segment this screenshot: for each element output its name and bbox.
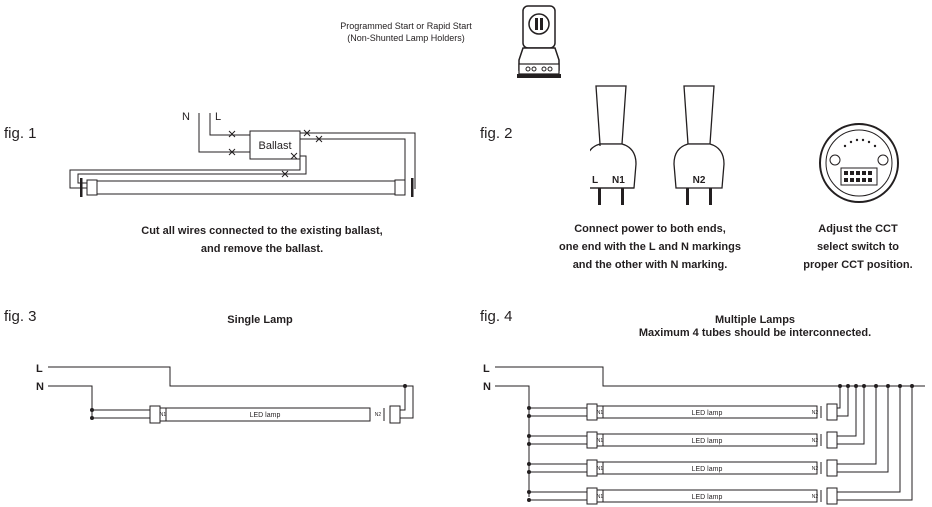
fig4-lamp4-return-b [837, 386, 913, 501]
fig2-tube2-n-mark: N2 [693, 175, 706, 186]
fig3-label: fig. 3 [4, 308, 37, 325]
fig4-lamp1-bus-node-a [838, 384, 842, 388]
fig4-lamp2-junction-a [527, 434, 531, 438]
fig4-lamp4-label: LED lamp [692, 494, 723, 501]
fig4-lamp2-bus-node-a [854, 384, 858, 388]
fig4-lamp3-return-a [837, 386, 877, 465]
fig4-lamp3-bus-node-b [886, 384, 890, 388]
fig3-title: Single Lamp [227, 314, 293, 326]
fig4-lamp3-right-cap [826, 459, 838, 477]
fig4-lamp3-junction-b [527, 470, 531, 474]
fig2-caption: Connect power to both ends, one end with… [530, 220, 770, 274]
fig4-lamp4-left-mark: N1 [597, 494, 604, 500]
fig4-subtitle: Maximum 4 tubes should be interconnected… [638, 327, 872, 339]
fig4-title-block: Multiple Lamps Maximum 4 tubes should be… [600, 314, 910, 340]
holder-note: Programmed Start or Rapid Start (Non-Shu… [300, 20, 512, 44]
fig4-lamp4-junction-a [527, 490, 531, 494]
fig3-n-label: N [36, 381, 44, 393]
fig4-lamp1-right-mark: N2 [812, 410, 819, 416]
fig4-lamp2-right-cap [826, 431, 838, 449]
fig2-cct-caption: Adjust the CCT select switch to proper C… [794, 220, 922, 274]
fig4-lamp4-bus-node-b [910, 384, 914, 388]
fig4-lamp4-right-mark: N2 [812, 494, 819, 500]
fig4-lamp4-right-cap [826, 487, 838, 505]
fig3-lamp-label: LED lamp [250, 412, 281, 419]
fig2-cct-line3: proper CCT position. [803, 259, 913, 271]
fig4-lamp2-right-mark: N2 [812, 438, 819, 444]
fig4-lamp1-junction-b [527, 414, 531, 418]
fig4-lamp2-return-b [837, 386, 865, 445]
fig4-title: Multiple Lamps [714, 314, 796, 326]
fig4-lamp3-return-b [837, 386, 889, 473]
fig2-caption-line1: Connect power to both ends, [574, 223, 726, 235]
fig4-label: fig. 4 [480, 308, 513, 325]
fig4-lamp1-label: LED lamp [692, 410, 723, 417]
fig3-single-lamp-wiring: L N N1 N2 LED lamp [36, 363, 414, 424]
fig4-n-label: N [483, 381, 491, 393]
fig2-label: fig. 2 [480, 125, 513, 142]
fig1-l-label: L [215, 111, 221, 123]
fig1-caption: Cut all wires connected to the existing … [122, 222, 402, 258]
fig1-ballast-wiring: Ballast N L [69, 111, 416, 197]
fig4-lamp1-junction-a [527, 406, 531, 410]
fig4-lamp3-junction-a [527, 462, 531, 466]
fig4-lamp3-tube [596, 461, 818, 475]
fig4-lamp2-tube [596, 433, 818, 447]
holder-note-line2: (Non-Shunted Lamp Holders) [347, 33, 465, 43]
fig1-n-label: N [182, 111, 190, 123]
fig4-lamp1-bus-node-b [846, 384, 850, 388]
fig4-lamp2-bus-node-b [862, 384, 866, 388]
fig4-lamp2-return-a [837, 386, 857, 437]
fig3-right-mark: N2 [375, 412, 382, 418]
fig4-lamp4-bus-node-a [898, 384, 902, 388]
lamp-holder-icon [517, 5, 561, 78]
fig4-lamp3-left-mark: N1 [597, 466, 604, 472]
fig4-lamp4-tube [596, 489, 818, 503]
fig1-caption-line2: and remove the ballast. [200, 243, 324, 255]
fig3-left-mark: N1 [160, 412, 167, 418]
fig4-lamp1-return-b [837, 386, 849, 417]
fig2-cct-line1: Adjust the CCT [818, 223, 898, 235]
fig1-caption-line1: Cut all wires connected to the existing … [141, 225, 383, 237]
fig1-ballast-label: Ballast [258, 140, 291, 152]
fig3-l-label: L [36, 363, 43, 375]
fig4-lamp4-left-cap [586, 487, 598, 505]
fig4-lamp3-bus-node-a [874, 384, 878, 388]
fig4-lamp2-left-cap [586, 431, 598, 449]
fig2-cct-line2: select switch to [817, 241, 899, 253]
fig4-lamp2-junction-b [527, 442, 531, 446]
fig2-caption-line2: one end with the L and N markings [559, 241, 741, 253]
fig4-lamp3-label: LED lamp [692, 466, 723, 473]
cct-switch-icon [819, 123, 899, 203]
fig2-tube1-n-mark: N1 [612, 175, 625, 186]
fig4-lamp2-left-mark: N1 [597, 438, 604, 444]
fig4-lamp1-tube [596, 405, 818, 419]
fig4-lamp1-left-mark: N1 [597, 410, 604, 416]
holder-note-line1: Programmed Start or Rapid Start [340, 21, 472, 31]
fig4-lamp1-left-cap [586, 403, 598, 421]
fig4-lamp3-left-cap [586, 459, 598, 477]
fig2-tube1-l-mark: L [592, 175, 598, 186]
fig4-lamp2-label: LED lamp [692, 438, 723, 445]
fig4-lamp1-right-cap [826, 403, 838, 421]
fig4-lamp1-return-a [837, 386, 841, 409]
fig2-tube-ends: L N1 N2 [590, 85, 725, 205]
fig1-label: fig. 1 [4, 125, 37, 142]
fig2-caption-line3: and the other with N marking. [572, 259, 728, 271]
fig4-lamp4-return-a [837, 386, 901, 493]
fig4-lamp3-right-mark: N2 [812, 466, 819, 472]
fig4-l-label: L [483, 363, 490, 375]
fig4-lamp4-junction-b [527, 498, 531, 502]
